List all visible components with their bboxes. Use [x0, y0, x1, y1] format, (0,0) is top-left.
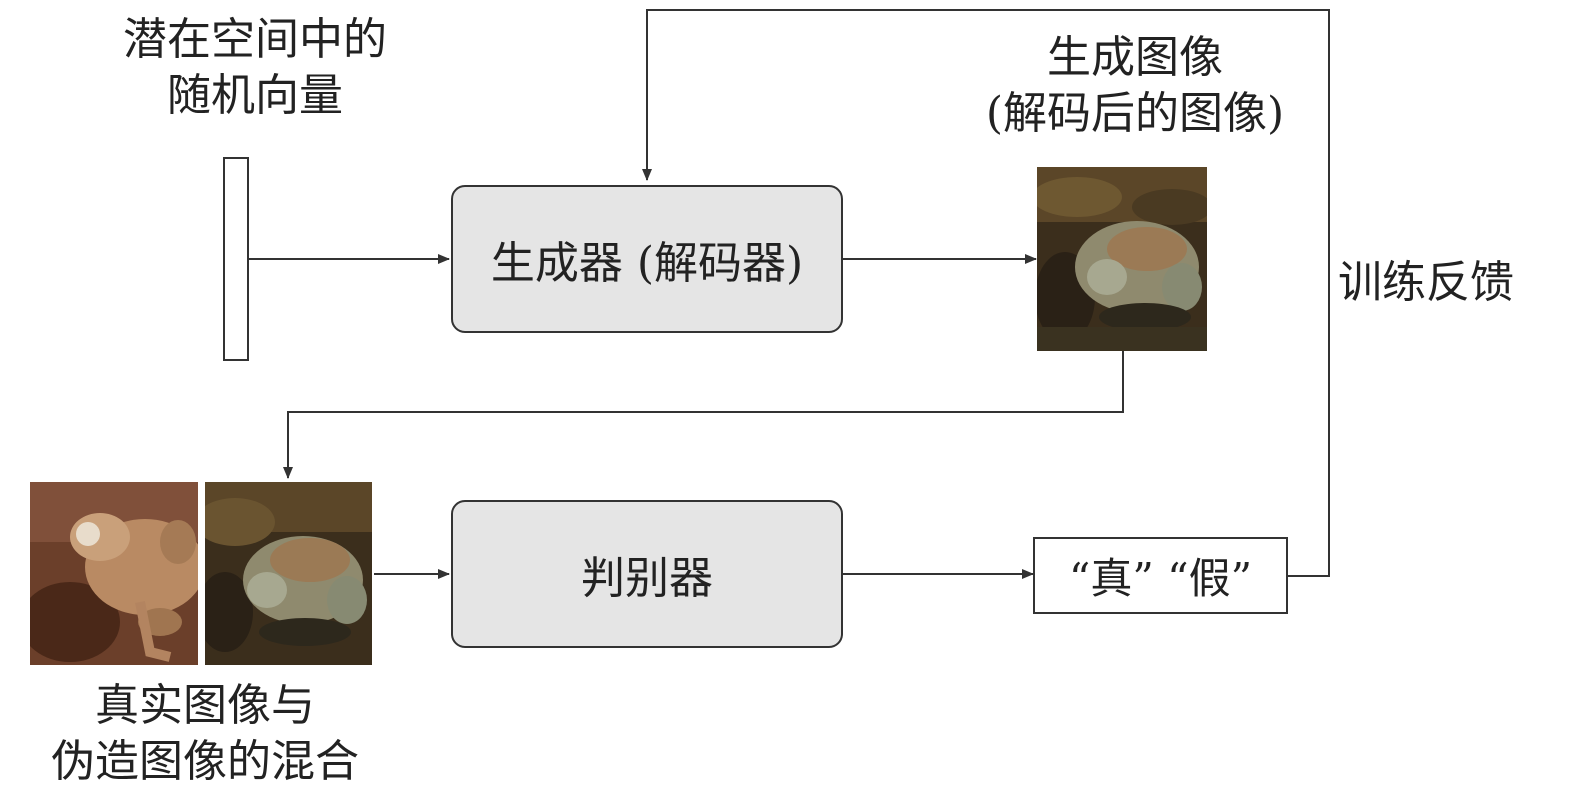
generated-label-line1: 生成图像	[1047, 32, 1223, 83]
output-label: “真” “假”	[1068, 554, 1253, 603]
fake-image	[205, 482, 372, 665]
latent-label-line2: 随机向量	[167, 70, 343, 121]
real-image	[30, 482, 198, 665]
mix-label-line2: 伪造图像的混合	[51, 736, 359, 787]
generator-box: 生成器 (解码器)	[451, 185, 843, 333]
latent-vector-label: 潜在空间中的 随机向量	[95, 12, 415, 124]
mix-label: 真实图像与 伪造图像的混合	[40, 678, 370, 790]
discriminator-label: 判别器	[581, 553, 713, 604]
latent-label-line1: 潜在空间中的	[123, 14, 387, 65]
output-box: “真” “假”	[1033, 537, 1288, 614]
mix-label-line1: 真实图像与	[95, 680, 315, 731]
discriminator-box: 判别器	[451, 500, 843, 648]
generated-image	[1037, 167, 1207, 351]
generated-image-label: 生成图像 (解码后的图像)	[930, 30, 1340, 142]
arrow-feedback-loop	[642, 9, 1330, 577]
latent-vector	[223, 157, 249, 361]
generated-label-line2: (解码后的图像)	[985, 88, 1285, 139]
arrow-image-to-mix	[283, 351, 1124, 479]
generator-label: 生成器 (解码器)	[490, 238, 804, 289]
feedback-label: 训练反馈	[1338, 257, 1514, 308]
